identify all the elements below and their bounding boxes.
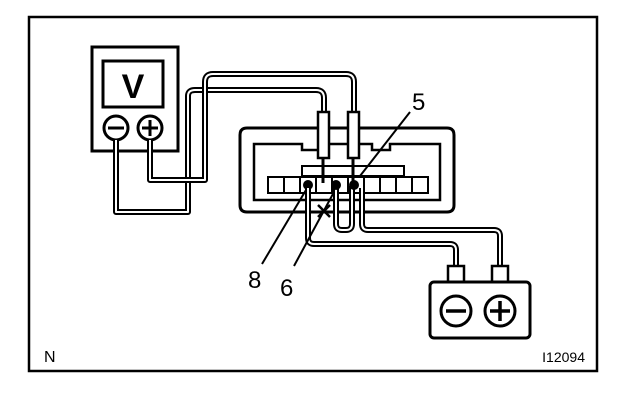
label-terminal-8: 8 [248,267,261,294]
voltmeter: V [90,45,180,153]
probe-positive [346,110,361,183]
battery-post-negative [446,264,466,284]
corner-letter: N [44,349,56,366]
figure-frame [27,15,599,373]
terminal-8-dot [303,180,313,190]
battery-post-positive [490,264,510,284]
label-terminal-6: 6 [280,275,293,302]
connector-pin-row [267,176,429,194]
leader-line-8 [261,189,307,265]
minus-circle-icon [439,294,473,328]
figure-code: I12094 [542,349,585,365]
voltmeter-display [101,59,165,109]
voltmeter-unit-label: V [122,68,145,106]
label-terminal-5: 5 [412,89,425,116]
battery [428,264,532,340]
minus-circle-icon [102,114,130,142]
leader-line-5 [359,111,411,177]
probe-negative [316,110,331,183]
plus-circle-icon [483,294,517,328]
terminal-6-dot [331,180,341,190]
leader-line-6 [293,191,335,267]
terminal-5-dot [349,180,359,190]
plus-circle-icon [136,114,164,142]
